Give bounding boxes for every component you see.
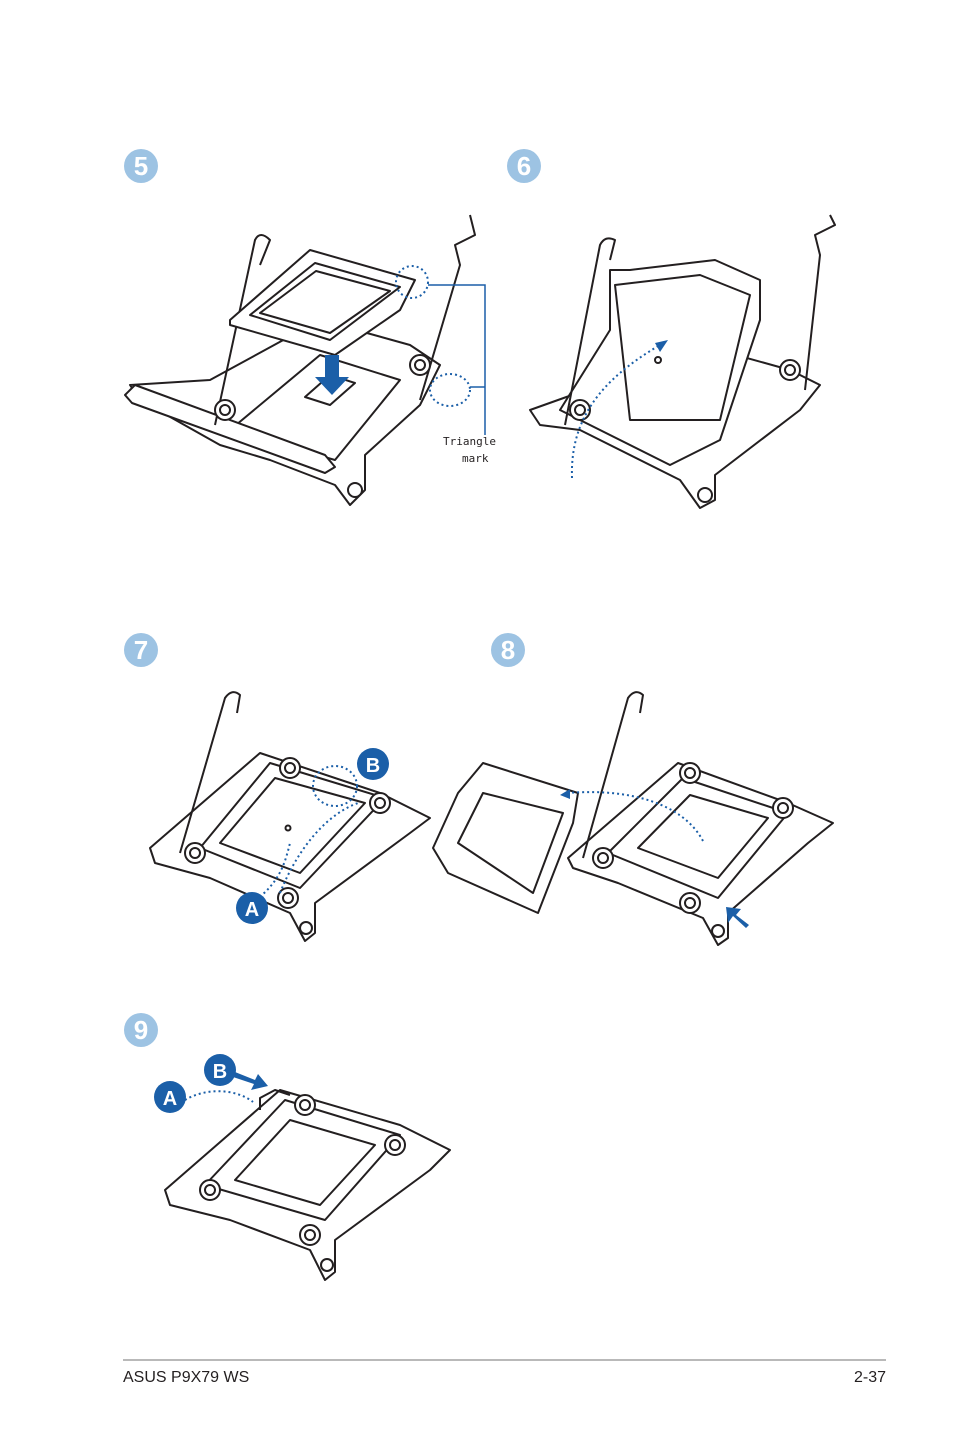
footer-product-name: ASUS P9X79 WS: [123, 1369, 249, 1387]
step-7-illustration: B A: [140, 683, 440, 948]
step-6-illustration: [520, 210, 840, 515]
step-5-badge: 5: [124, 149, 158, 183]
step-9-badge: 9: [124, 1013, 158, 1047]
triangle-mark-label-line2: mark: [462, 452, 489, 465]
label-a: A: [245, 899, 259, 921]
triangle-mark-label-line1: Triangle: [443, 435, 496, 448]
label-b: B: [213, 1061, 227, 1083]
label-b: B: [366, 755, 380, 777]
step-6-badge: 6: [507, 149, 541, 183]
footer-rule: [123, 1359, 886, 1361]
step-8-badge: 8: [491, 633, 525, 667]
step-8-illustration: [428, 683, 838, 948]
step-5-illustration: Triangle mark: [120, 205, 510, 515]
label-a: A: [163, 1088, 177, 1110]
footer-page-number: 2-37: [854, 1369, 886, 1387]
step-7-badge: 7: [124, 633, 158, 667]
step-9-illustration: A B: [150, 1050, 450, 1285]
